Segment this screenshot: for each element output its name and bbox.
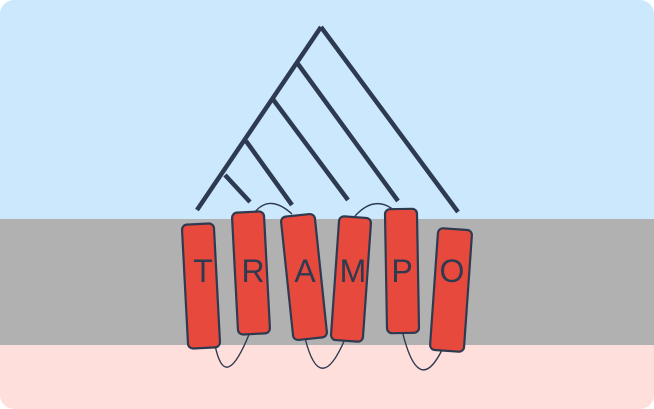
helix-3 xyxy=(280,212,328,342)
tree-inner-branch-1 xyxy=(296,62,400,203)
logo-letter: M xyxy=(340,253,367,289)
logo-letter: A xyxy=(294,253,316,289)
intracellular-background xyxy=(0,345,654,409)
tree-right-branch xyxy=(319,25,460,214)
loop-2-3-top xyxy=(254,202,293,215)
helix-2 xyxy=(230,210,272,336)
tree-inner-branch-3 xyxy=(244,139,294,207)
helix-5 xyxy=(383,207,421,335)
logo-letters: T R A M P O xyxy=(193,253,464,289)
phylogenetic-tree-icon xyxy=(195,25,460,214)
loop-3-4-bottom xyxy=(304,337,346,369)
tree-inner-branch-2 xyxy=(270,96,350,202)
tree-left-branch xyxy=(195,25,323,212)
loop-1-2-bottom xyxy=(214,331,251,368)
helix-4 xyxy=(329,215,373,343)
logo-letter: R xyxy=(241,253,264,289)
helix-6 xyxy=(429,227,473,353)
tree-inner-branch-4 xyxy=(223,173,252,204)
logo-letter: T xyxy=(193,253,213,289)
transmembrane-helices xyxy=(180,207,473,353)
logo-letter: P xyxy=(391,253,412,289)
loop-5-6-bottom xyxy=(401,329,443,371)
logo-letter: O xyxy=(440,253,465,289)
helix-1 xyxy=(180,222,222,350)
